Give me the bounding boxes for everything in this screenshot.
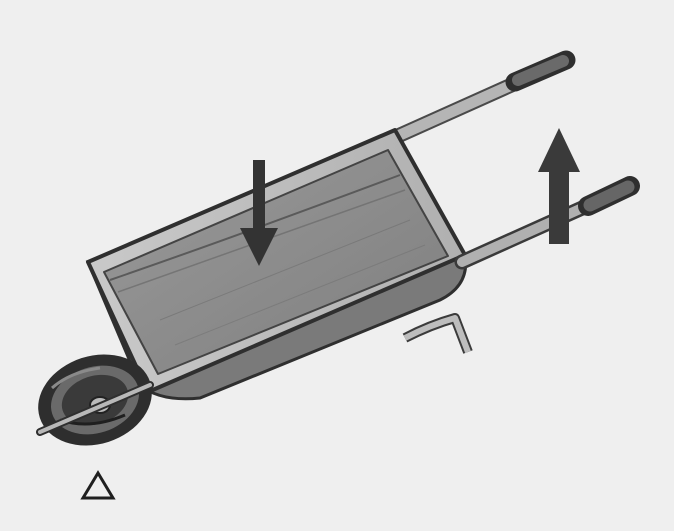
load-down-arrow <box>240 160 278 266</box>
far-handle <box>392 50 576 143</box>
effort-up-arrow <box>538 128 580 244</box>
wheelbarrow-tray <box>85 128 468 401</box>
near-handle <box>454 176 640 270</box>
wheel <box>36 354 154 446</box>
fulcrum-triangle <box>80 470 116 500</box>
support-leg <box>402 313 473 354</box>
